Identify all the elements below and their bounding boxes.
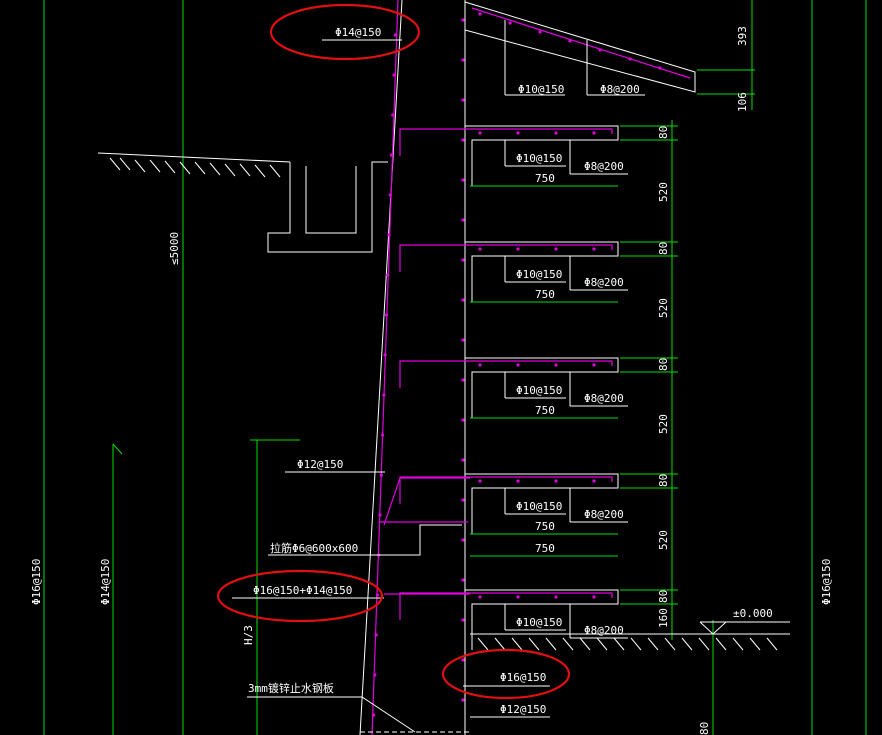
shelf-rebar-a: Φ10@150	[516, 616, 562, 629]
bottom-dim: 80	[698, 722, 711, 735]
tie-bar-label: 拉筋Φ6@600x600	[270, 541, 358, 555]
shelf-rebar-b: Φ8@200	[584, 508, 624, 521]
shelf-width-dim: 750	[535, 172, 555, 185]
shelf-width-dim: 750	[535, 404, 555, 417]
shelves-group: Φ10@150Φ8@20075080520Φ10@150Φ8@200750805…	[372, 12, 678, 717]
shelf-rebar-b: Φ8@200	[584, 392, 624, 405]
top-slab: Φ10@150 Φ8@200 393 106	[464, 0, 755, 112]
highlight-base	[441, 648, 571, 700]
highlight-wall-lower	[216, 569, 384, 623]
height-note: ≤5000	[168, 232, 181, 265]
shelf-gap-dim: 520	[657, 298, 670, 318]
right-vert-label: Φ16@150	[820, 559, 833, 605]
elevation-label: ±0.000	[733, 607, 773, 620]
base-rebar-label: Φ16@150	[500, 671, 546, 684]
shelf-rebar-a: Φ10@150	[516, 500, 562, 513]
shelf-rebar-a: Φ10@150	[516, 152, 562, 165]
shelf-width-dim: 750	[535, 520, 555, 533]
shelf-rebar-a: Φ10@150	[516, 268, 562, 281]
top-slab-rebar-a: Φ10@150	[518, 83, 564, 96]
h3-label: H/3	[242, 625, 255, 645]
wall-mid-rebar-label: Φ12@150	[297, 458, 343, 471]
shelf-thick-dim: 80	[657, 590, 670, 603]
dim-106: 106	[736, 92, 749, 112]
ground-left: ≤5000	[97, 152, 388, 265]
shelf-gap-dim: 520	[657, 414, 670, 434]
waterstop-label: 3mm镀锌止水钢板	[248, 681, 334, 695]
wall-top-rebar-label: Φ14@150	[335, 26, 381, 39]
dim-393: 393	[736, 26, 749, 46]
left-vert-label-2: Φ14@150	[99, 559, 112, 605]
shelf-gap-dim: 160	[657, 608, 670, 628]
ground-right: ±0.000	[470, 607, 790, 651]
shelf-rebar-b: Φ8@200	[584, 624, 624, 637]
shelf-thick-dim: 80	[657, 474, 670, 487]
shelf-gap-dim: 520	[657, 182, 670, 202]
shelf-width-dim: 750	[535, 288, 555, 301]
shelf-rebar-b: Φ8@200	[584, 276, 624, 289]
shelf-rebar-a: Φ10@150	[516, 384, 562, 397]
extra-width-dim: 750	[535, 542, 555, 555]
wall-lower-rebar-label: Φ16@150+Φ14@150	[253, 584, 352, 597]
base-rebar-2-label: Φ12@150	[500, 703, 546, 716]
shelf-thick-dim: 80	[657, 358, 670, 371]
highlight-wall-top	[269, 3, 421, 61]
left-vert-label-1: Φ16@150	[30, 559, 43, 605]
shelf-rebar-b: Φ8@200	[584, 160, 624, 173]
shelf-gap-dim: 520	[657, 530, 670, 550]
shelf-thick-dim: 80	[657, 242, 670, 255]
top-slab-rebar-b: Φ8@200	[600, 83, 640, 96]
green-guide-lines	[43, 0, 867, 735]
shelf-thick-dim: 80	[657, 126, 670, 139]
wall-outline	[359, 0, 466, 735]
